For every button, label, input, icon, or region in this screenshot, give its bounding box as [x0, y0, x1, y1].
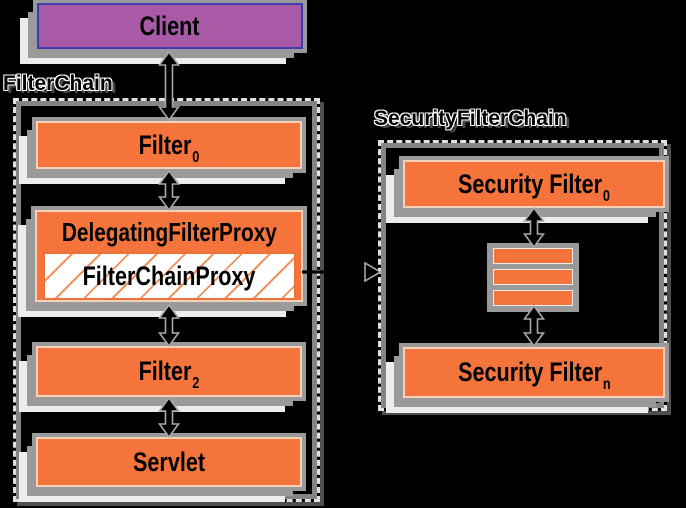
node-filter2-subscript: 2 — [192, 375, 200, 392]
node-filter0-subscript: 0 — [192, 148, 200, 166]
node-delegating-filter-proxy-label: DelegatingFilterProxy — [61, 217, 277, 247]
arrow-filter0-delegatingfilterproxy — [157, 170, 181, 211]
node-filter2-label: Filter — [138, 356, 192, 386]
node-delegating-filter-proxy: DelegatingFilterProxy FilterChainProxy — [35, 210, 303, 302]
node-servlet-label: Servlet — [132, 446, 206, 477]
securityfilterchain-group-label: SecurityFilterChain — [374, 107, 567, 130]
node-security-filter-n-label: Security Filter — [457, 357, 602, 387]
arrow-securityfilter0-morefilters — [522, 207, 546, 248]
node-filter-chain-proxy-label: FilterChainProxy — [83, 260, 256, 291]
node-security-filter-n-subscript: n — [602, 376, 611, 393]
arrow-filter2-servlet — [157, 397, 181, 438]
node-servlet: Servlet — [36, 437, 302, 487]
node-security-filter-0-subscript: 0 — [602, 187, 610, 205]
hidden-filter-bar — [493, 248, 573, 264]
arrow-client-filter0 — [157, 51, 181, 121]
hidden-filter-bar — [493, 290, 573, 306]
node-client-label: Client — [139, 10, 200, 41]
arrow-delegatingfilterproxy-filter2 — [157, 304, 181, 347]
more-filters-stack — [487, 243, 579, 312]
node-security-filter-0-label: Security Filter — [458, 168, 603, 199]
arrow-morefilters-securityfiltern — [522, 305, 546, 347]
hidden-filter-bar — [493, 269, 573, 285]
filterchain-group-label: FilterChain — [3, 72, 113, 95]
node-filter0-label: Filter — [138, 129, 192, 160]
node-client: Client — [37, 3, 303, 49]
connector-filterchainproxy-securityfilterchain — [302, 261, 382, 283]
securityfilterchain-group-box — [378, 140, 667, 411]
node-filter-chain-proxy: FilterChainProxy — [43, 252, 296, 300]
